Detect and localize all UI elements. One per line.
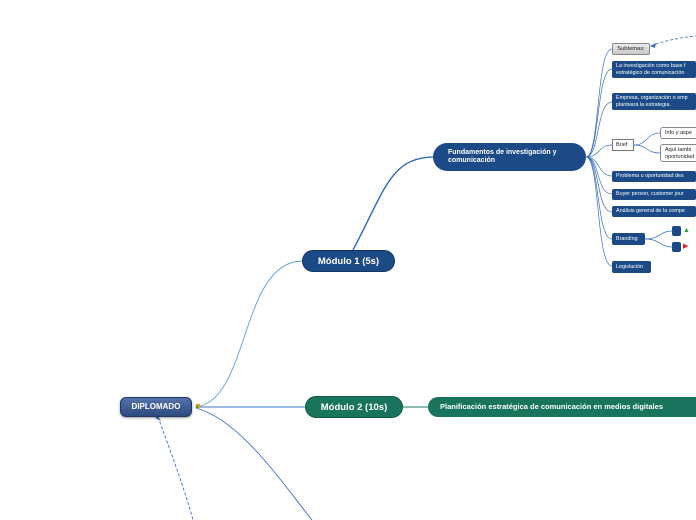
subtopic-investigacion[interactable]: La investigación como base f estratégico… — [612, 61, 696, 78]
module-2-node[interactable]: Módulo 2 (10s) — [305, 396, 403, 418]
topic-fundamentos-node[interactable]: Fundamentos de investigación y comunicac… — [433, 143, 586, 171]
google-drive-icon[interactable]: ▲ — [683, 227, 690, 234]
brief-info-node[interactable]: Info y aspe — [660, 127, 696, 139]
link-module1-fundamentos — [352, 156, 434, 251]
subtopic-empresa[interactable]: Empresa, organización o emp planteará la… — [612, 93, 696, 110]
relation-arrowhead-subtemas — [650, 43, 656, 48]
branding-link-box-1[interactable] — [672, 226, 681, 236]
youtube-icon[interactable]: ▶ — [683, 243, 689, 250]
link-root-module1 — [195, 260, 303, 408]
subtopic-problema[interactable]: Problema u oportunidad des — [612, 171, 696, 182]
relation-dashed-root — [157, 416, 194, 520]
subtopic-legislacion[interactable]: Legislación — [612, 261, 651, 273]
subtopic-buyer[interactable]: Buyer person, customer jour — [612, 189, 696, 200]
subtopic-links — [585, 48, 673, 267]
module-1-node[interactable]: Módulo 1 (5s) — [302, 250, 395, 272]
branding-link-box-2[interactable] — [672, 242, 681, 252]
brief-aqui-node[interactable]: Aquí tambi oportunidad — [660, 144, 696, 162]
subtopic-brief[interactable]: Brief — [612, 139, 634, 151]
link-root-lower — [195, 407, 313, 520]
root-node-diplomado[interactable]: DIPLOMADO — [120, 397, 192, 417]
relation-arrowhead — [155, 416, 161, 421]
subtopic-subtemas[interactable]: Subtemas: — [612, 43, 650, 55]
relation-dashed-subtemas — [650, 35, 696, 47]
subtopic-analisis[interactable]: Análisis general de la compe — [612, 206, 696, 217]
subtopic-branding[interactable]: Branding — [612, 233, 645, 245]
topic-planificacion-node[interactable]: Planificación estratégica de comunicació… — [428, 397, 696, 417]
